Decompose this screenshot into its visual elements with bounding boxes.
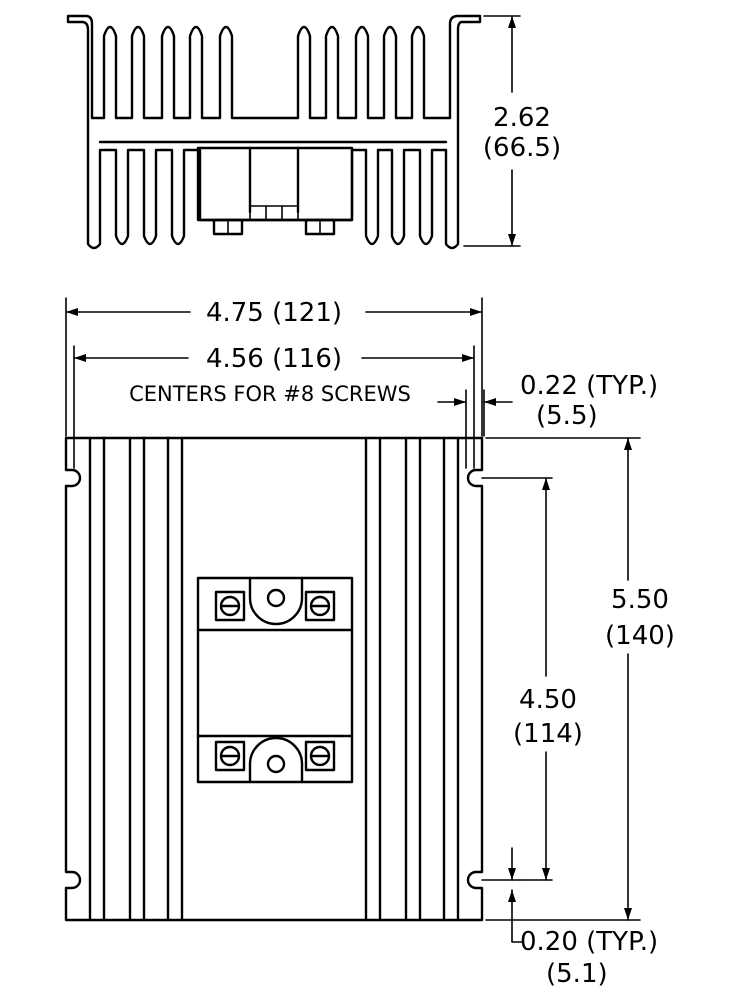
heatsink-plate-outline xyxy=(64,436,484,922)
slot-width-label-in: 0.22 (TYP.) xyxy=(520,371,658,401)
overall-width-label: 4.75 (121) xyxy=(206,298,342,328)
slot-offset-label-in: 0.20 (TYP.) xyxy=(520,927,658,957)
fin-profile-outline xyxy=(66,14,482,250)
slot-offset-dimension: 0.20 (TYP.) (5.1) xyxy=(508,847,658,989)
relay-body xyxy=(196,576,354,784)
slot-width-dimension: 0.22 (TYP.) (5.5) xyxy=(437,371,658,469)
relay-mount-ear-top xyxy=(248,576,304,626)
relay-terminal xyxy=(214,740,246,772)
slot-spacing-label-in: 4.50 xyxy=(519,685,577,715)
relay-mount-hole-top xyxy=(266,588,286,608)
centers-note: CENTERS FOR #8 SCREWS xyxy=(129,382,411,406)
slot-width-label-mm: (5.5) xyxy=(536,401,598,431)
solid-state-relay xyxy=(196,576,354,784)
overall-width-dimension: 4.75 (121) xyxy=(65,297,483,437)
ssr-label-strip xyxy=(249,205,299,221)
screw-centers-label: 4.56 (116) xyxy=(206,344,342,374)
fin-lines xyxy=(88,436,460,922)
screw-centers-dimension: 4.56 (116) CENTERS FOR #8 SCREWS xyxy=(73,344,475,469)
slot-spacing-label-mm: (114) xyxy=(513,719,583,749)
relay-terminal xyxy=(214,590,246,622)
relay-mount-hole-bottom xyxy=(266,754,286,774)
height-label-mm: (66.5) xyxy=(483,133,561,163)
slot-spacing-dimension: 4.50 (114) xyxy=(513,477,583,881)
heatsink-side-view xyxy=(66,14,482,250)
overall-height-dimension: 5.50 (140) xyxy=(485,437,675,921)
slot-offset-label-mm: (5.1) xyxy=(546,959,608,989)
overall-height-label-in: 5.50 xyxy=(611,585,669,615)
overall-height-label-mm: (140) xyxy=(605,621,675,651)
relay-mount-ear-bottom xyxy=(248,736,304,784)
height-dimension-side: 2.62 (66.5) xyxy=(463,15,561,247)
ssr-body-side xyxy=(196,146,354,222)
height-label-in: 2.62 xyxy=(493,103,551,133)
relay-terminal xyxy=(304,590,336,622)
heatsink-top-view xyxy=(64,436,521,922)
relay-terminal xyxy=(304,740,336,772)
